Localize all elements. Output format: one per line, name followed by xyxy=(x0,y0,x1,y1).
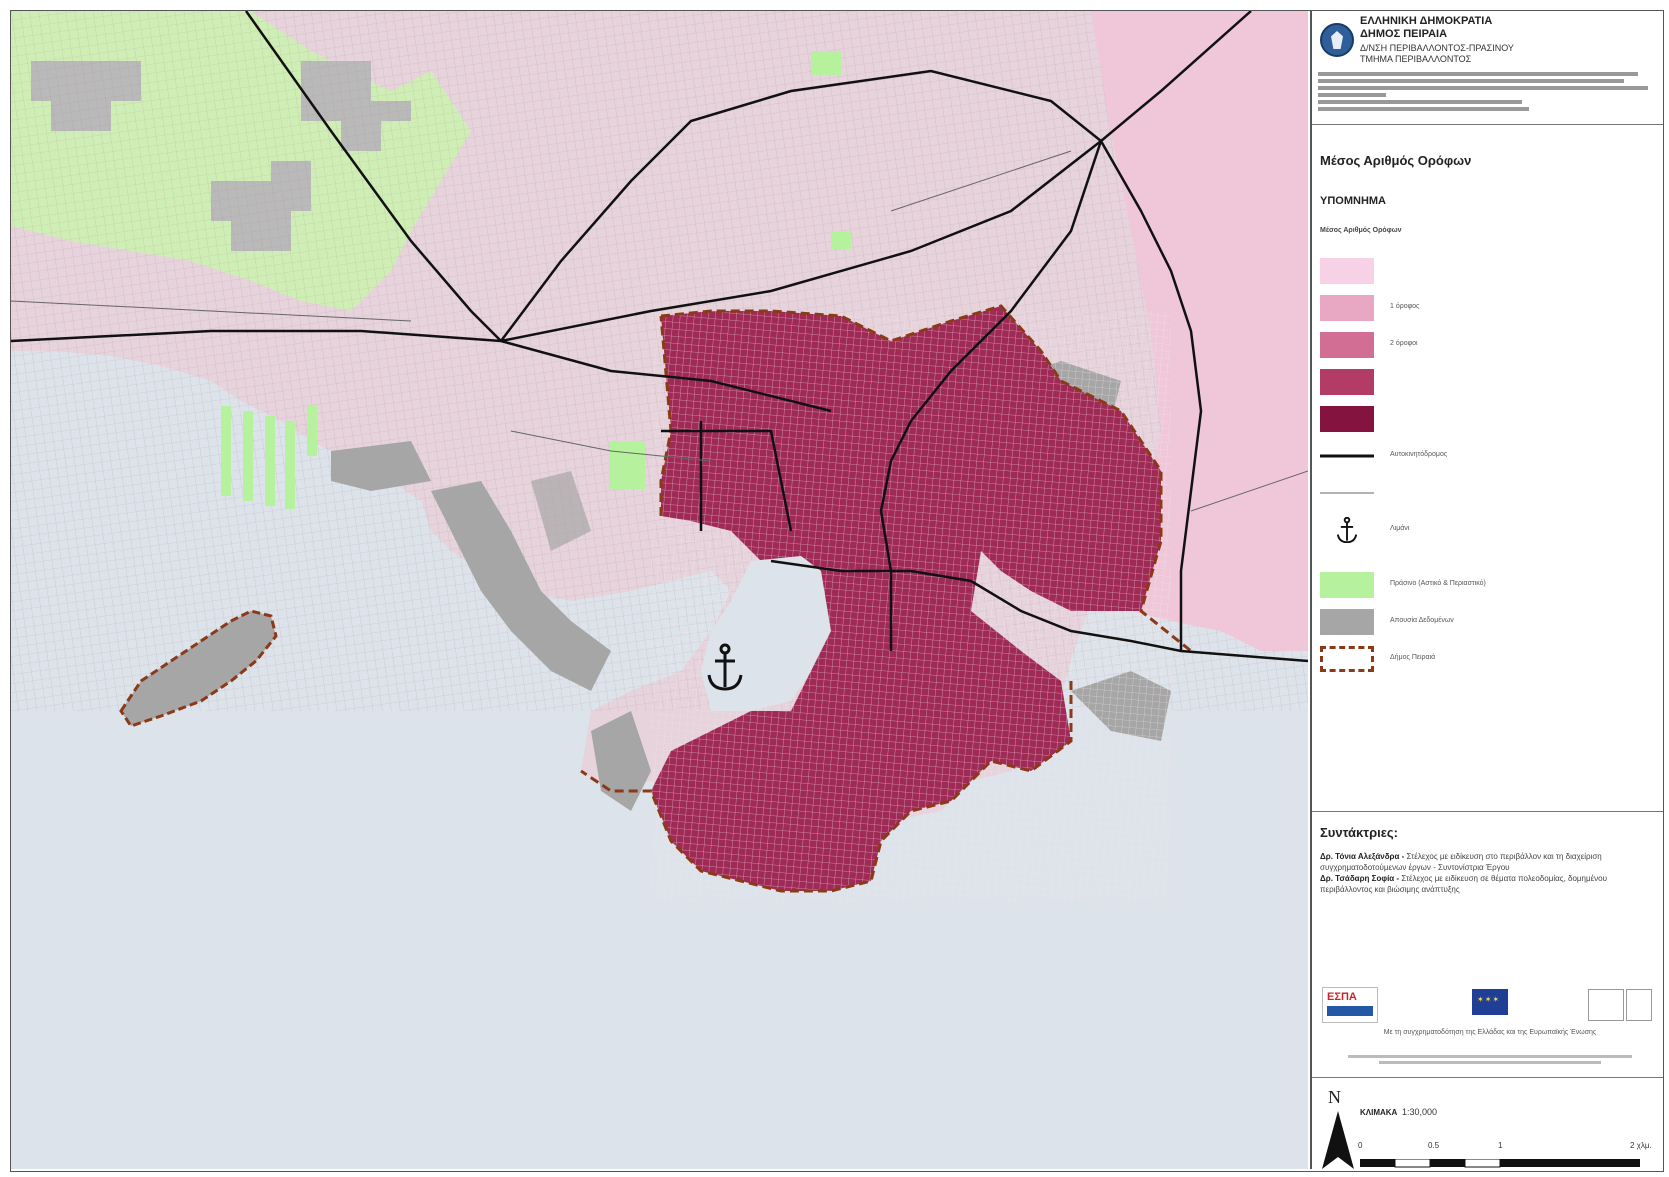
map-svg xyxy=(11,11,1308,1169)
header-line-3: Δ/ΝΣΗ ΠΕΡΙΒΑΛΛΟΝΤΟΣ-ΠΡΑΣΙΝΟΥ xyxy=(1360,43,1514,53)
port-anchor-icon xyxy=(707,643,743,691)
espa-logo: ΕΣΠΑ xyxy=(1322,987,1378,1023)
legend-label: Απουσία Δεδομένων xyxy=(1390,617,1454,624)
legend-label: Λιμάνι xyxy=(1390,525,1410,532)
header-block: ΕΛΛΗΝΙΚΗ ΔΗΜΟΚΡΑΤΙΑ ΔΗΜΟΣ ΠΕΙΡΑΙΑ Δ/ΝΣΗ … xyxy=(1312,11,1663,125)
legend-item-more-five xyxy=(1320,406,1650,434)
eu-flag-logo xyxy=(1472,989,1508,1015)
island xyxy=(119,609,278,728)
scale-value: 1:30,000 xyxy=(1402,1107,1438,1117)
scale-tick-1: 1 xyxy=(1498,1141,1503,1150)
legend-swatch xyxy=(1320,332,1374,358)
legend-label: Πράσινο (Αστικό & Περιαστικό) xyxy=(1390,580,1486,587)
header-line-2: ΔΗΜΟΣ ΠΕΙΡΑΙΑ xyxy=(1360,28,1448,40)
legend-item-one-floor: 1 όροφος xyxy=(1320,295,1650,323)
legend-subtitle: Μέσος Αριθμός Ορόφων xyxy=(1320,227,1402,234)
legend-swatch xyxy=(1320,572,1374,598)
emblem-icon xyxy=(1320,23,1354,57)
north-arrow-icon xyxy=(1322,1111,1354,1169)
map-canvas[interactable] xyxy=(11,11,1308,1169)
map-frame xyxy=(10,10,1664,1172)
legend-swatch xyxy=(1320,406,1374,432)
legend-swatch xyxy=(1320,258,1374,284)
legend-label: Δήμος Πειραιά xyxy=(1390,654,1436,661)
legend-item-two-floors: 2 όροφοι xyxy=(1320,332,1650,360)
legend-item-municipality: Δήμος Πειραιά xyxy=(1320,646,1650,674)
east-light xyxy=(1091,11,1308,651)
north-label: N xyxy=(1328,1087,1341,1107)
project-description xyxy=(1318,69,1658,114)
map-title: Μέσος Αριθμός Ορόφων xyxy=(1320,153,1472,168)
author-1-role: Στέλεχος με ειδίκευση στο περιβάλλον και… xyxy=(1320,852,1602,872)
author-1-name: Δρ. Τόνια Αλεξάνδρα - xyxy=(1320,852,1405,861)
divider xyxy=(1312,811,1663,812)
main-road-line-icon xyxy=(1320,492,1374,494)
legend-item-green: Πράσινο (Αστικό & Περιαστικό) xyxy=(1320,572,1650,600)
anchor-icon xyxy=(1336,517,1358,543)
cofunding-text: Με τη συγχρηματοδότηση της Ελλάδας και τ… xyxy=(1383,1029,1597,1036)
scale-bar xyxy=(1360,1159,1640,1168)
authors-text: Δρ. Τόνια Αλεξάνδρα - Στέλεχος με ειδίκε… xyxy=(1320,851,1656,895)
legend-swatch xyxy=(1320,295,1374,321)
scale-tick-2: 2 χλμ. xyxy=(1630,1141,1652,1150)
municipality-logo xyxy=(1588,989,1624,1021)
legend-title: ΥΠΟΜΝΗΜΑ xyxy=(1320,195,1386,207)
legend-swatch xyxy=(1320,646,1374,672)
scale-tick-0: 0 xyxy=(1358,1141,1363,1150)
legend-item-three-five xyxy=(1320,369,1650,397)
legend-item-main-road xyxy=(1320,480,1650,508)
highway-line-icon xyxy=(1320,454,1374,458)
legend-item-port: Λιμάνι xyxy=(1320,517,1650,545)
scale-tick-05: 0.5 xyxy=(1428,1141,1440,1150)
side-panel: ΕΛΛΗΝΙΚΗ ΔΗΜΟΚΡΑΤΙΑ ΔΗΜΟΣ ΠΕΙΡΑΙΑ Δ/ΝΣΗ … xyxy=(1310,11,1663,1169)
legend-label: Αυτοκινητόδρομος xyxy=(1390,451,1448,458)
legend-label: 1 όροφος xyxy=(1390,303,1420,310)
partner-logo xyxy=(1626,989,1652,1021)
legend-item-highway: Αυτοκινητόδρομος xyxy=(1320,443,1650,471)
legend-swatch xyxy=(1320,369,1374,395)
legend-swatch xyxy=(1320,609,1374,635)
header-line-4: ΤΜΗΜΑ ΠΕΡΙΒΑΛΛΟΝΤΟΣ xyxy=(1360,54,1472,64)
header-line-1: ΕΛΛΗΝΙΚΗ ΔΗΜΟΚΡΑΤΙΑ xyxy=(1360,15,1493,27)
legend-label: 2 όροφοι xyxy=(1390,340,1418,347)
authors-title: Συντάκτριες: xyxy=(1320,825,1398,840)
divider xyxy=(1312,1077,1663,1078)
legend-item-ground xyxy=(1320,258,1650,286)
highways xyxy=(11,11,1308,663)
harbour-basin xyxy=(701,556,831,711)
legend-item-no-data: Απουσία Δεδομένων xyxy=(1320,609,1650,637)
main-roads xyxy=(11,150,1308,512)
author-2-role: Στέλεχος με ειδίκευση σε θέματα πολεοδομ… xyxy=(1320,874,1607,894)
author-2-name: Δρ. Τσάδαρη Σοφία - xyxy=(1320,874,1400,883)
footnote xyxy=(1332,1055,1648,1064)
scale-label: ΚΛΙΜΑΚΑ xyxy=(1360,1108,1398,1117)
